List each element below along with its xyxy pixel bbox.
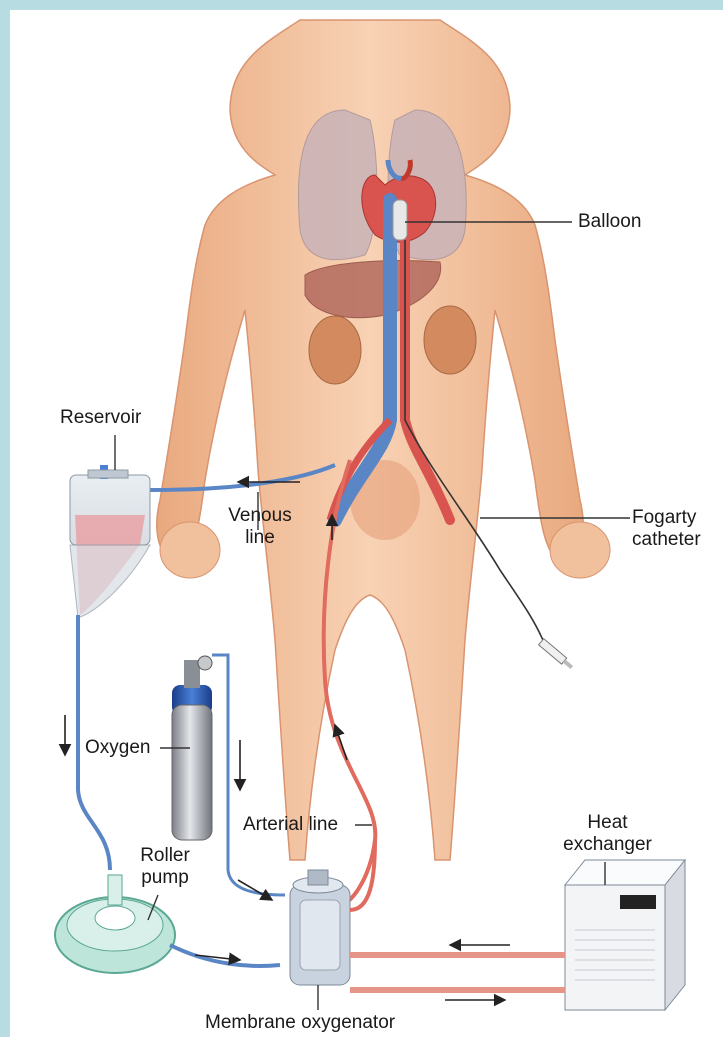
balloon bbox=[393, 200, 407, 240]
balloon-label: Balloon bbox=[578, 211, 641, 233]
oxygen-label: Oxygen bbox=[85, 737, 150, 759]
heat-exchanger-unit bbox=[565, 860, 685, 1010]
heat-exchanger-label-2: exchanger bbox=[560, 834, 655, 856]
fogarty-catheter-label: Fogarty catheter bbox=[632, 507, 701, 551]
right-hand bbox=[550, 522, 610, 578]
venous-line-label-1: Venous bbox=[215, 505, 305, 527]
right-kidney bbox=[424, 306, 476, 374]
heat-exchanger-label-1: Heat bbox=[560, 812, 655, 834]
reservoir-label: Reservoir bbox=[60, 407, 141, 429]
roller-pump-label: Roller pump bbox=[130, 845, 200, 889]
roller-pump-label-2: pump bbox=[130, 867, 200, 889]
arterial-line-label: Arterial line bbox=[243, 814, 338, 836]
roller-pump-label-1: Roller bbox=[130, 845, 200, 867]
membrane-oxygenator bbox=[290, 870, 350, 985]
fogarty-catheter-label-2: catheter bbox=[632, 529, 701, 551]
venous-line-label-2: line bbox=[215, 527, 305, 549]
membrane-oxygenator-label: Membrane oxygenator bbox=[205, 1012, 395, 1034]
heat-exchanger-label: Heat exchanger bbox=[560, 812, 655, 856]
fogarty-catheter-label-1: Fogarty bbox=[632, 507, 701, 529]
left-hand bbox=[160, 522, 220, 578]
venous-line-label: Venous line bbox=[215, 505, 305, 549]
left-kidney bbox=[309, 316, 361, 384]
